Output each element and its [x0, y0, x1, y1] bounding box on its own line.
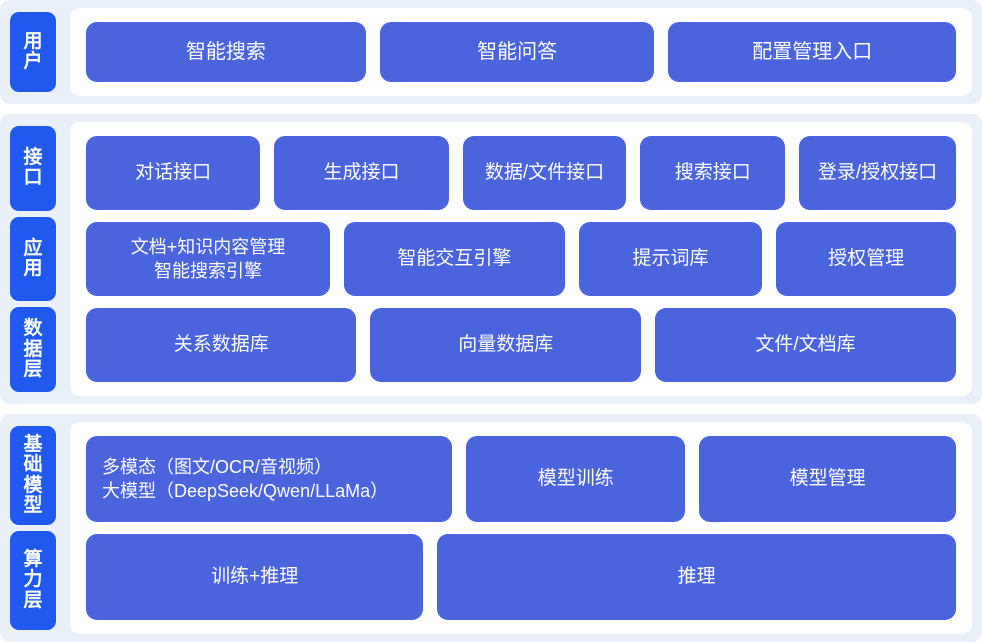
box-login-auth-api[interactable]: 登录/授权接口 [799, 136, 956, 210]
tab-data-layer[interactable]: 数据层 [10, 307, 56, 393]
box-doc-knowledge-mgmt[interactable]: 文档+知识内容管理 智能搜索引擎 [86, 222, 330, 296]
box-search-api[interactable]: 搜索接口 [640, 136, 786, 210]
content-card-middle: 对话接口 生成接口 数据/文件接口 搜索接口 登录/授权接口 文档+知识内容管理… [70, 122, 972, 396]
box-model-training[interactable]: 模型训练 [466, 436, 686, 522]
tab-application[interactable]: 应用 [10, 216, 56, 302]
tab-interface-label: 接口 [23, 147, 43, 189]
box-file-doc-store[interactable]: 文件/文档库 [654, 308, 956, 382]
box-train-inference[interactable]: 训练+推理 [86, 534, 424, 620]
box-smart-search[interactable]: 智能搜索 [86, 22, 366, 82]
tab-application-label: 应用 [23, 237, 43, 279]
box-config-portal[interactable]: 配置管理入口 [668, 22, 956, 82]
row-data: 关系数据库 向量数据库 文件/文档库 [86, 308, 956, 382]
tab-base-model[interactable]: 基础模型 [10, 426, 56, 525]
box-dialog-api[interactable]: 对话接口 [86, 136, 261, 210]
tab-user[interactable]: 用户 [10, 12, 56, 92]
tab-column-middle: 接口 应用 数据层 [10, 122, 56, 396]
box-data-file-api[interactable]: 数据/文件接口 [462, 136, 627, 210]
tab-user-label: 用户 [23, 30, 43, 72]
box-inference[interactable]: 推理 [437, 534, 956, 620]
tab-compute-layer[interactable]: 算力层 [10, 531, 56, 630]
tab-column-base: 基础模型 算力层 [10, 422, 56, 634]
box-vector-db[interactable]: 向量数据库 [370, 308, 641, 382]
tab-base-model-label: 基础模型 [23, 434, 43, 516]
tab-data-layer-label: 数据层 [23, 318, 43, 380]
row-user: 智能搜索 智能问答 配置管理入口 [86, 22, 956, 82]
box-auth-management[interactable]: 授权管理 [776, 222, 956, 296]
box-multimodal-llm[interactable]: 多模态（图文/OCR/音视频） 大模型（DeepSeek/Qwen/LLaMa） [86, 436, 453, 522]
box-smart-qa[interactable]: 智能问答 [379, 22, 655, 82]
box-generate-api[interactable]: 生成接口 [274, 136, 449, 210]
tab-interface[interactable]: 接口 [10, 126, 56, 211]
tab-column-user: 用户 [10, 8, 56, 96]
box-prompt-library[interactable]: 提示词库 [578, 222, 763, 296]
tab-compute-layer-label: 算力层 [23, 549, 43, 611]
section-user: 用户 智能搜索 智能问答 配置管理入口 [0, 0, 982, 104]
box-interaction-engine[interactable]: 智能交互引擎 [343, 222, 565, 296]
row-compute: 训练+推理 推理 [86, 534, 956, 620]
content-card-base: 多模态（图文/OCR/音视频） 大模型（DeepSeek/Qwen/LLaMa）… [70, 422, 972, 634]
row-interface: 对话接口 生成接口 数据/文件接口 搜索接口 登录/授权接口 [86, 136, 956, 210]
content-card-user: 智能搜索 智能问答 配置管理入口 [70, 8, 972, 96]
row-application: 文档+知识内容管理 智能搜索引擎 智能交互引擎 提示词库 授权管理 [86, 222, 956, 296]
section-middle: 接口 应用 数据层 对话接口 生成接口 数据/文件接口 搜索接口 登录/授权接口… [0, 114, 982, 404]
row-model: 多模态（图文/OCR/音视频） 大模型（DeepSeek/Qwen/LLaMa）… [86, 436, 956, 522]
box-model-management[interactable]: 模型管理 [699, 436, 956, 522]
section-base: 基础模型 算力层 多模态（图文/OCR/音视频） 大模型（DeepSeek/Qw… [0, 414, 982, 642]
box-relational-db[interactable]: 关系数据库 [86, 308, 357, 382]
